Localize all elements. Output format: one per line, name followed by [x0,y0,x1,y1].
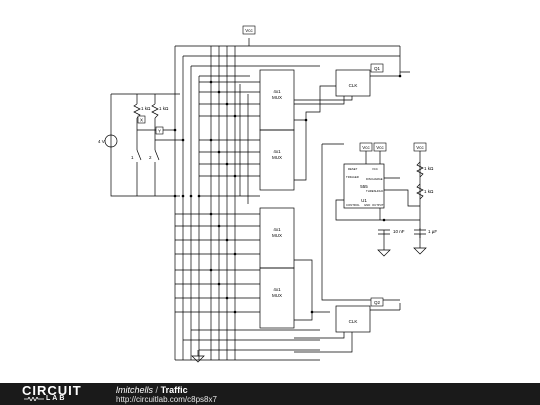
vcc-label-555b: Vcc [376,145,384,150]
footer-bar: CIRCUIT LAB lmitchells / Traffic http://… [0,383,540,405]
mux-3-title-1: 4x1 [273,227,281,232]
q1-label: Q1 [374,66,381,71]
vcc-label-555c: Vcc [416,145,424,150]
timer-pin-threshold: THRESHOLD [366,189,383,193]
mux-2-title-1: 4x1 [273,149,281,154]
switch-2-label: 2 [149,155,152,160]
vcc-label-555a: Vcc [362,145,370,150]
timer-pin-discharge: DISCHARGE [366,177,383,181]
timer-pin-vcc: VCC [372,167,378,171]
vcc-label-top: Vcc [245,28,253,33]
project-name: Traffic [160,385,188,395]
timer-pin-trigger: TRIGGER [346,175,359,179]
timer-pin-gnd: GND [364,203,370,207]
circuitlab-logo: CIRCUIT [22,383,82,398]
switch-x-label: X [140,118,143,123]
switch-y-label: Y [158,129,161,134]
title-separator: / [155,385,159,395]
battery-label: 4 V [98,139,105,144]
resistor-right-label: 1 kΩ [159,106,169,111]
mux-2-title-2: MUX [272,155,282,160]
cap-timing-label: 1 µF [428,229,437,234]
logo-resistor-icon [24,397,44,401]
flipflop-bottom-clk: CLK [349,319,358,324]
circuitlab-logo-lab: LAB [46,395,67,402]
mux-1-title-1: 4x1 [273,89,281,94]
timer-pin-control: CONTROL [346,203,360,207]
timer-label: 555 [360,184,368,189]
timer-ref: U1 [361,198,367,203]
project-url-link[interactable]: http://circuitlab.com/c8ps8x7 [116,395,217,404]
mux-4-title-2: MUX [272,293,282,298]
switch-1-label: 1 [131,155,134,160]
timer-pin-output: OUTPUT [372,203,384,207]
timer-r2-label: 1 kΩ [424,189,434,194]
q2-label: Q2 [374,300,381,305]
mux-4-title-1: 4x1 [273,287,281,292]
flipflop-top-clk: CLK [349,83,358,88]
circuit-schematic: Vcc 4x1 MUX 4x1 MUX 4x1 MUX 4x1 MUX CLK … [98,25,437,363]
project-user-link[interactable]: lmitchells [116,385,154,395]
timer-r1-label: 1 kΩ [424,166,434,171]
cap-control-label: 10 nF [393,229,405,234]
resistor-left-label: 1 kΩ [141,106,151,111]
timer-pin-reset: RESET [348,167,358,171]
project-title: lmitchells / Traffic [116,385,188,395]
mux-3-title-2: MUX [272,233,282,238]
mux-1-title-2: MUX [272,95,282,100]
